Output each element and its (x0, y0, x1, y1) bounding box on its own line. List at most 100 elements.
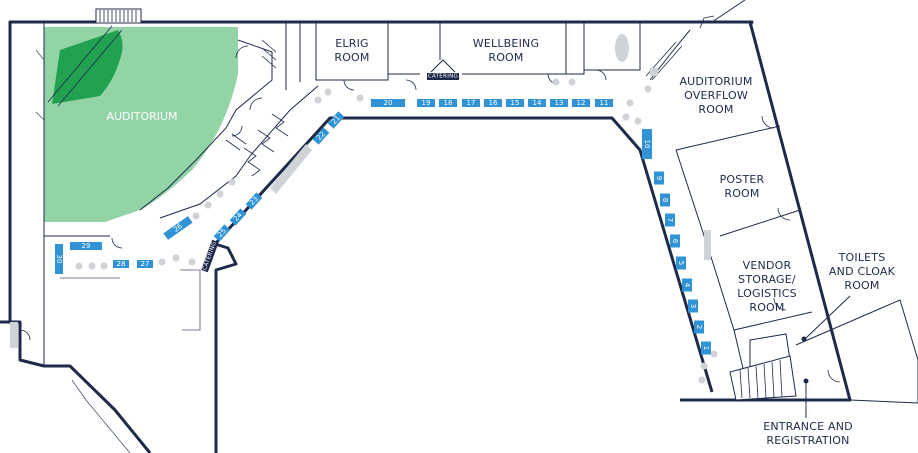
booth-number: 12 (577, 99, 586, 107)
booth-box (137, 260, 153, 268)
pillar (650, 68, 658, 76)
door-swing (773, 297, 787, 311)
booth-23[interactable]: 23 (245, 192, 263, 210)
poster-room-label: POSTER (720, 173, 765, 186)
booth-29[interactable]: 29 (70, 242, 102, 250)
booth-number: 29 (82, 242, 91, 250)
aisle-dot (314, 96, 322, 104)
booth-box (462, 99, 480, 107)
poster-room-label: ROOM (724, 187, 759, 200)
booth-number: 23 (248, 195, 260, 207)
booth-number: 6 (671, 239, 679, 244)
booth-6[interactable]: 6 (670, 234, 680, 248)
toilets-marker (801, 336, 807, 342)
booth-box (113, 260, 129, 268)
booth-12[interactable]: 12 (572, 99, 590, 107)
aisle-dot (626, 99, 634, 107)
elrig-room-walls (315, 22, 389, 81)
aisle-dot (75, 262, 83, 270)
top-stair (95, 8, 142, 24)
booth-box (163, 216, 193, 240)
booth-7[interactable]: 7 (665, 213, 675, 227)
elrig-room-label: ELRIG (335, 37, 369, 50)
service-column (285, 22, 301, 90)
entrance-marker (803, 378, 809, 384)
booth-box (506, 99, 524, 107)
booth-18[interactable]: 18 (439, 99, 457, 107)
toilets-label: AND CLOAK (829, 265, 896, 278)
booth-box (682, 278, 692, 292)
aisle-dot (622, 113, 630, 121)
aisle-dot (698, 376, 706, 384)
lower-left-wall (0, 320, 152, 453)
aisle-dot (192, 212, 200, 220)
booth-number: 30 (55, 255, 63, 264)
booth-22[interactable]: 22 (312, 127, 330, 145)
auditorium-label: AUDITORIUM (106, 110, 177, 123)
catering-counter (427, 73, 459, 80)
lower-left-partitions (60, 269, 201, 331)
booth-4[interactable]: 4 (682, 278, 692, 292)
booth-number: 8 (661, 198, 669, 202)
booth-20[interactable]: 20 (371, 99, 405, 107)
booth-1[interactable]: 1 (701, 341, 711, 355)
booth-number: 3 (689, 304, 697, 308)
aisle-dot (172, 254, 180, 262)
aisle-dot (228, 178, 236, 186)
booth-number: 4 (683, 283, 691, 288)
booth-21[interactable]: 21 (327, 111, 345, 129)
booth-number: 28 (117, 260, 126, 268)
booth-25[interactable]: 25 (213, 224, 231, 242)
booth-number: 10 (643, 140, 651, 149)
wellbeing-room-label: WELLBEING (473, 37, 539, 50)
entrance-label: ENTRANCE AND (763, 420, 853, 433)
booth-14[interactable]: 14 (528, 99, 546, 107)
booth-number: 18 (444, 99, 453, 107)
booth-17[interactable]: 17 (462, 99, 480, 107)
booth-box (327, 111, 345, 129)
room-labels: ELRIG ROOM WELLBEING ROOM AUDITORIUM OVE… (334, 37, 895, 447)
booth-box (642, 129, 652, 159)
booth-13[interactable]: 13 (550, 99, 568, 107)
booth-11[interactable]: 11 (595, 99, 613, 107)
door-swing (19, 329, 31, 341)
elrig-room-label: ROOM (334, 51, 369, 64)
entrance-label: REGISTRATION (766, 434, 849, 447)
booth-3[interactable]: 3 (688, 299, 698, 313)
booth-number: 17 (467, 99, 476, 107)
poster-room-walls (675, 149, 801, 261)
booth-19[interactable]: 19 (417, 99, 435, 107)
booth-box (670, 234, 680, 248)
booth-15[interactable]: 15 (506, 99, 524, 107)
catering-left: CATERING (201, 239, 219, 273)
booth-9[interactable]: 9 (654, 171, 664, 185)
booth-2[interactable]: 2 (694, 320, 704, 334)
booth-8[interactable]: 8 (660, 193, 670, 207)
booth-10[interactable]: 10 (642, 129, 652, 159)
booth-26[interactable]: 26 (163, 216, 193, 240)
auditorium-area[interactable]: AUDITORIUM (44, 27, 238, 222)
leader-lines (801, 295, 851, 418)
booth-box (439, 99, 457, 107)
overflow-room-label: ROOM (698, 103, 733, 116)
toilets-label: ROOM (844, 279, 879, 292)
booth-number: 26 (172, 222, 184, 234)
booth-number: 25 (216, 227, 228, 239)
booth-number: 14 (533, 99, 542, 107)
door-swing (777, 207, 791, 221)
aisle-dot (568, 78, 576, 86)
aisle-dot (356, 94, 364, 102)
booth-16[interactable]: 16 (484, 99, 502, 107)
tables-zigzag (243, 113, 289, 177)
lower-left-inner (71, 379, 131, 453)
booth-28[interactable]: 28 (113, 260, 129, 268)
booth-number: 13 (555, 99, 564, 107)
booth-5[interactable]: 5 (676, 256, 686, 270)
booth-27[interactable]: 27 (137, 260, 153, 268)
booth-box (55, 244, 63, 274)
booth-number: 15 (511, 99, 520, 107)
booth-box (371, 99, 405, 107)
booth-30[interactable]: 30 (55, 244, 63, 274)
booth-box (654, 171, 664, 185)
aisle-dot (204, 201, 212, 209)
